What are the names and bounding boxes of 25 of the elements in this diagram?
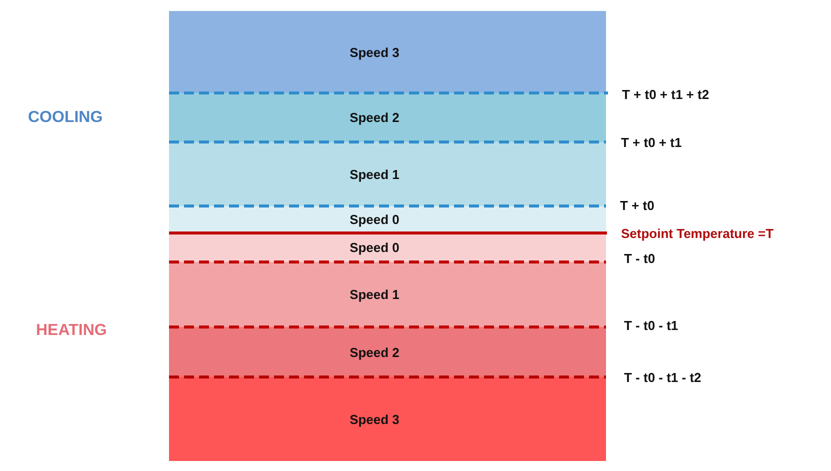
speed-label: Speed 0 xyxy=(350,240,400,255)
mode-label: COOLING xyxy=(28,110,103,126)
speed-label: Speed 0 xyxy=(350,212,400,227)
threshold-label: T + t0 + t1 + t2 xyxy=(622,88,710,100)
threshold-label: T + t0 + t1 xyxy=(621,136,682,148)
speed-label: Speed 1 xyxy=(350,287,400,302)
speed-label: Speed 1 xyxy=(350,166,400,182)
speed-band xyxy=(169,93,606,142)
threshold-label: T - t0 - t1 - t2 xyxy=(624,370,702,384)
speed-band xyxy=(169,327,606,377)
threshold-label: T - t0 - t1 xyxy=(624,318,678,332)
speed-band xyxy=(169,262,606,327)
speed-band xyxy=(169,206,606,233)
speed-band xyxy=(169,11,606,93)
speed-band xyxy=(169,142,606,206)
speed-label: Speed 3 xyxy=(350,412,400,426)
setpoint-label: Setpoint Temperature =T xyxy=(621,226,774,240)
speed-label: Speed 3 xyxy=(350,44,400,60)
speed-label: Speed 2 xyxy=(350,344,400,360)
threshold-label: T - t0 xyxy=(624,252,656,264)
speed-label: Speed 2 xyxy=(350,110,400,125)
speed-band xyxy=(169,233,606,262)
mode-label: HEATING xyxy=(36,323,107,339)
threshold-label: T + t0 xyxy=(620,198,654,212)
speed-band xyxy=(169,377,606,461)
